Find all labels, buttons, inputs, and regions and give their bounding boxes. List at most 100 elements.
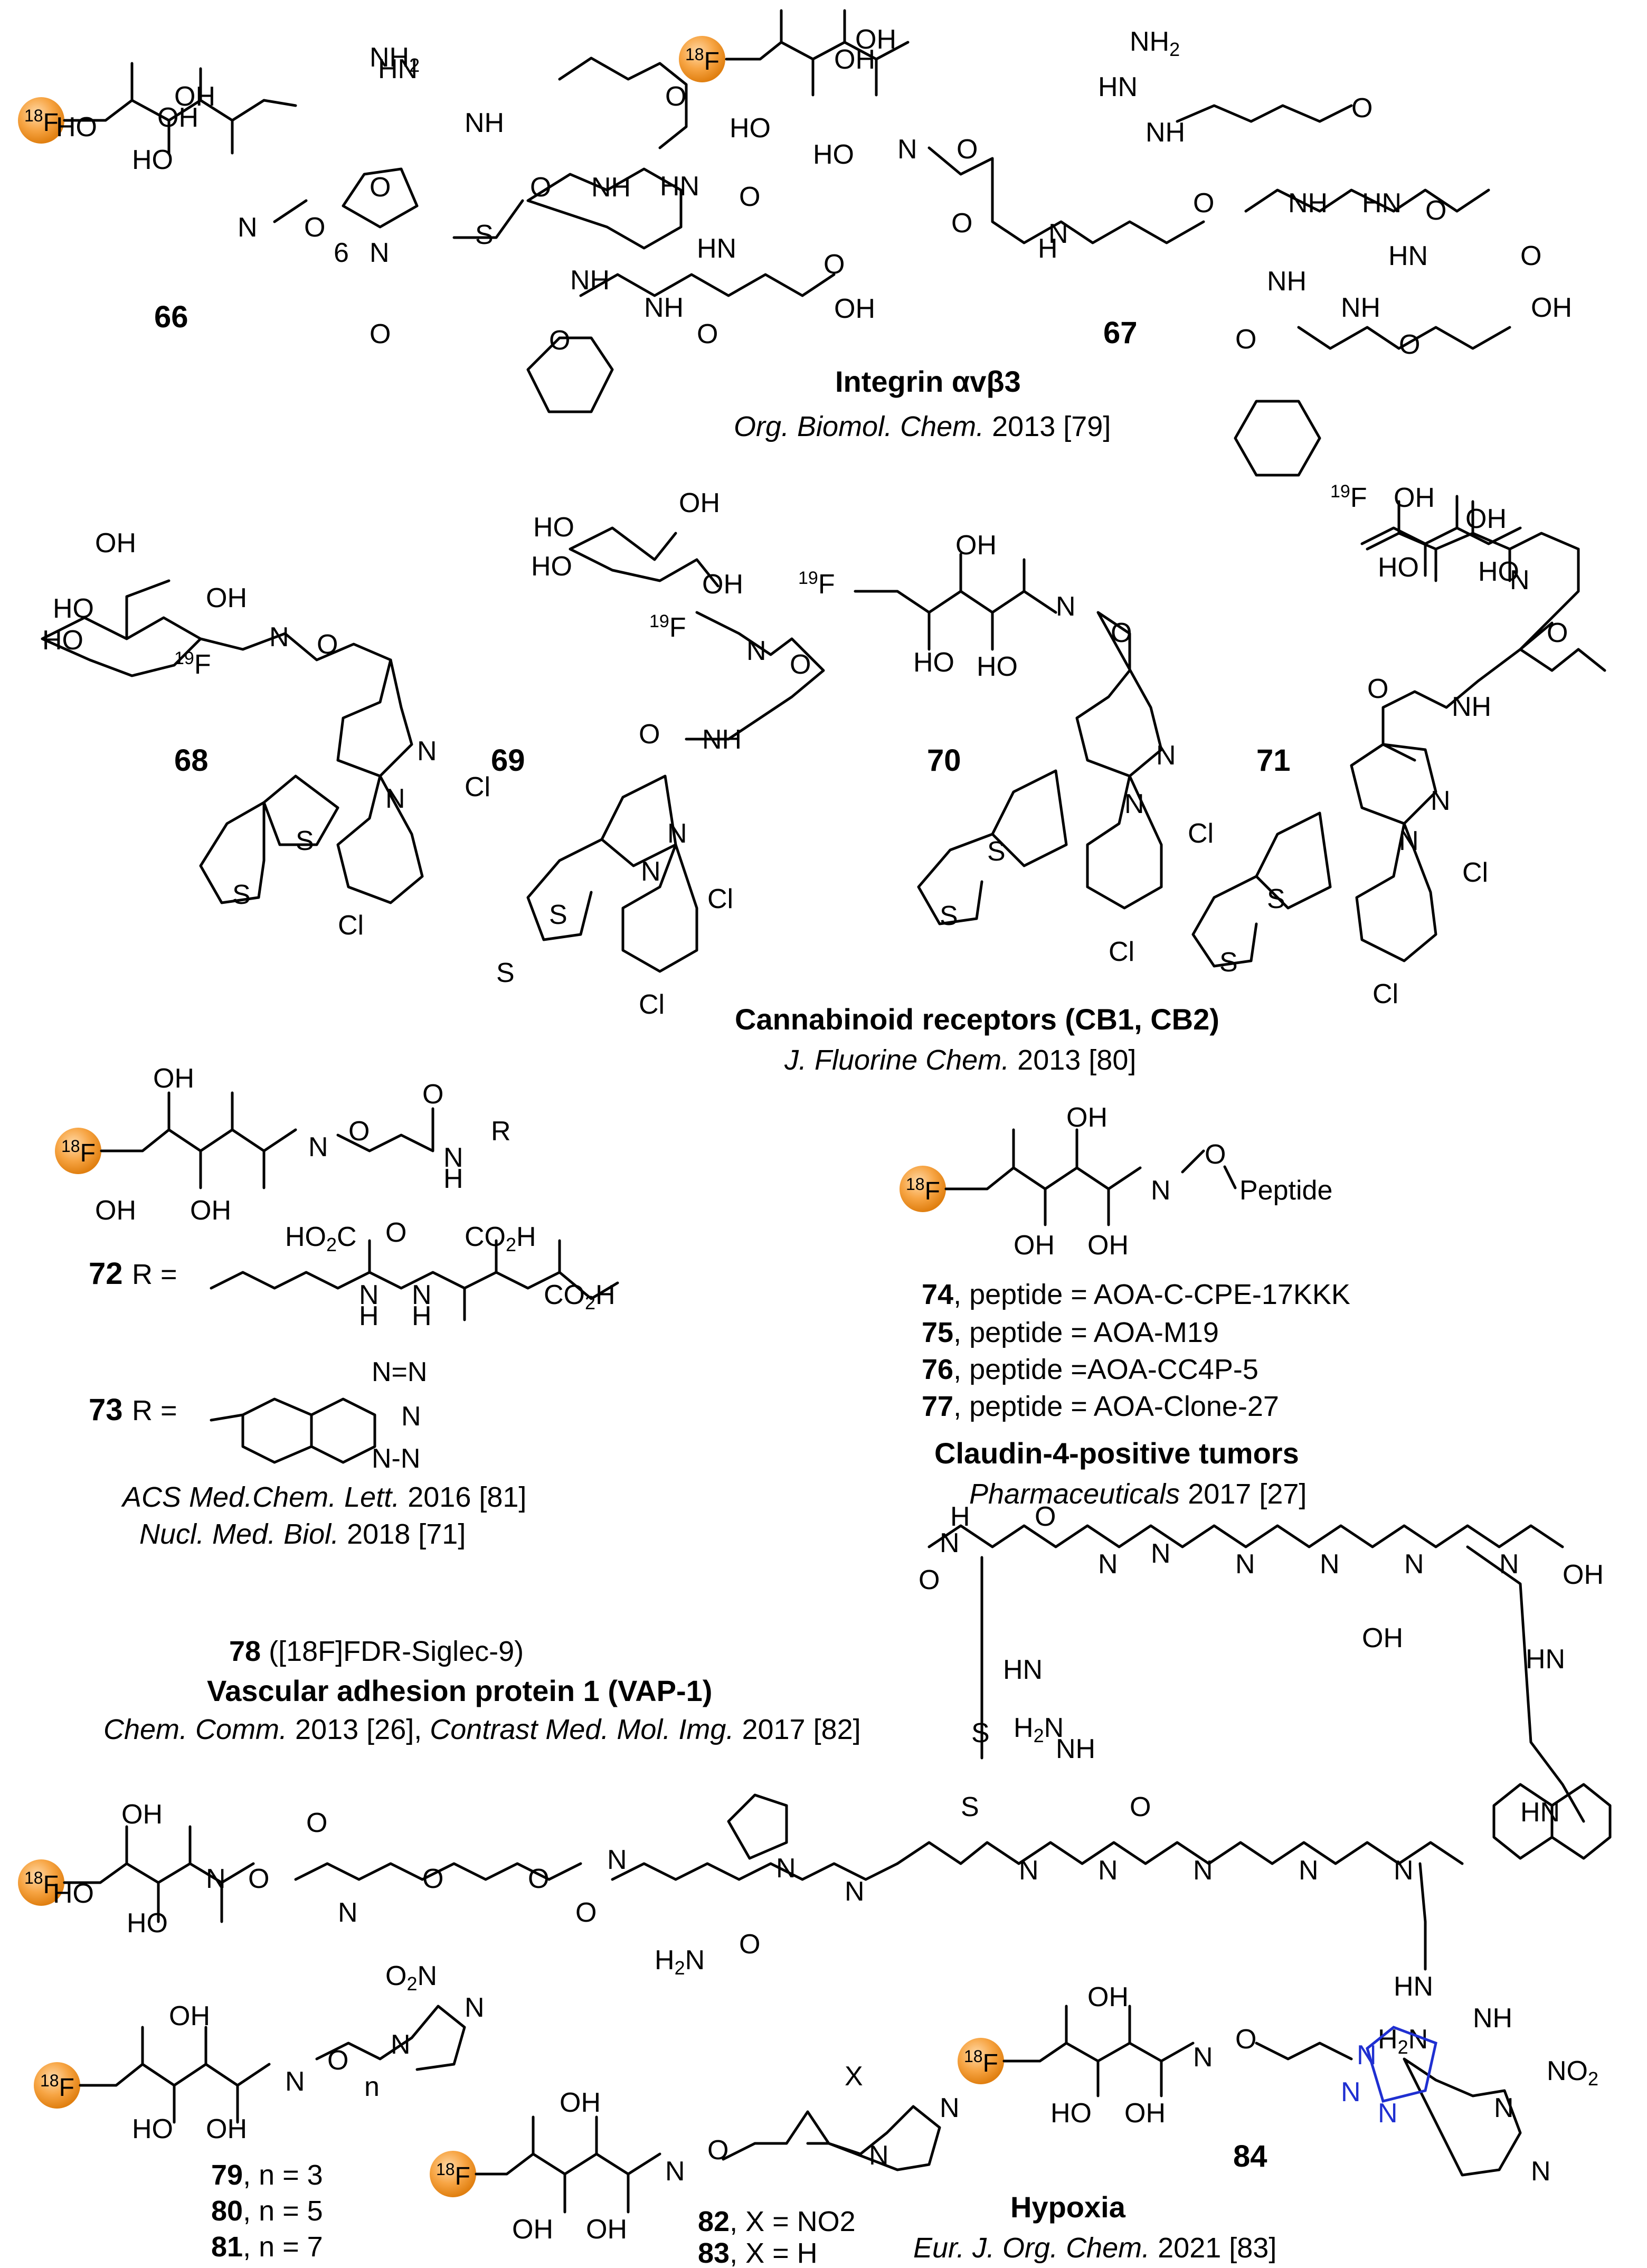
atom-o: O — [575, 1897, 597, 1928]
atom-n-triazole: N — [1357, 2040, 1377, 2071]
atom-nh: NH — [644, 292, 684, 323]
atom-n: N — [667, 818, 687, 849]
atom-s: S — [971, 1718, 990, 1749]
f18-badge: 18F — [34, 2062, 80, 2109]
atom-n: N — [385, 783, 405, 814]
structure-69 — [526, 526, 825, 973]
atom-n: N — [1431, 786, 1451, 816]
atom-ho: HO — [42, 625, 83, 656]
atom-n: N — [465, 1992, 485, 2023]
f18-badge: 18F — [18, 1859, 64, 1906]
atom-o: O — [639, 719, 660, 750]
atom-oh: OH — [121, 1799, 163, 1830]
atom-cl: Cl — [639, 989, 665, 1020]
atom-oh: OH — [1563, 1560, 1604, 1590]
atom-hn: HN — [1003, 1655, 1043, 1685]
peptide-label: Peptide — [1239, 1175, 1332, 1206]
atom-oh: OH — [679, 488, 720, 518]
f18-badge: 18F — [900, 1166, 946, 1212]
atom-ho: HO — [813, 139, 854, 170]
atom-n: N — [1151, 1175, 1171, 1206]
atom-n: N — [940, 1528, 960, 1558]
svg-text:18F: 18F — [40, 2071, 74, 2102]
atom-n: N — [1048, 219, 1068, 249]
reference-integrin: Org. Biomol. Chem. 2013 [79] — [734, 411, 1111, 442]
atom-nh2: NH2 — [1130, 26, 1180, 60]
atom-n: N — [401, 1401, 421, 1432]
label-x: X — [845, 2061, 863, 2092]
atom-ho: HO — [533, 512, 574, 543]
atom-n: N — [1124, 789, 1144, 819]
atom-n: N — [391, 2029, 411, 2060]
atom-n: N — [1399, 826, 1419, 856]
structure-79-81 — [79, 2005, 466, 2124]
atom-oh: OH — [169, 2001, 210, 2031]
atom-nh: NH — [465, 108, 504, 138]
atom-n: N — [1098, 1855, 1118, 1886]
atom-s: S — [940, 901, 958, 931]
f18-badge: 18F — [958, 2038, 1004, 2084]
atom-n: N — [269, 622, 289, 653]
compound-number-67: 67 — [1103, 316, 1138, 350]
atom-h2n: H2N — [655, 1945, 705, 1979]
svg-text:18F: 18F — [24, 106, 59, 137]
atom-o: O — [370, 319, 391, 349]
atom-o: O — [348, 1116, 370, 1147]
atom-nh: N — [338, 1897, 358, 1928]
atom-f19: 19F — [1330, 481, 1367, 513]
atom-cl: Cl — [1462, 857, 1488, 888]
label-six: 6 — [334, 238, 349, 268]
label-r: R — [491, 1116, 511, 1147]
atom-o: O — [422, 1079, 443, 1110]
atom-n: N — [1494, 2093, 1514, 2123]
atom-oh: OH — [157, 102, 198, 133]
atom-ho: HO — [53, 593, 94, 624]
atom-o: O — [1193, 188, 1214, 219]
atom-o: O — [304, 212, 325, 243]
structure-71 — [1191, 495, 1554, 968]
f18-badge: 18F — [55, 1128, 101, 1174]
compound-number-70: 70 — [927, 743, 961, 778]
compound-line-74: 74, peptide = AOA-C-CPE-17KKK — [922, 1279, 1350, 1310]
reference-psma-2: Nucl. Med. Biol. 2018 [71] — [139, 1518, 466, 1550]
atom-nh: NH — [1452, 692, 1491, 722]
compound-line-83: 83, X = H — [698, 2237, 818, 2268]
atom-co2h: CO2H — [465, 1222, 536, 1255]
atom-co2h: CO2H — [544, 1280, 616, 1313]
atom-oh: OH — [1362, 1623, 1403, 1653]
atom-o: O — [549, 325, 570, 356]
atom-n: N — [206, 1864, 226, 1894]
atom-o: O — [665, 81, 686, 112]
atom-n: N — [1404, 1549, 1424, 1580]
atom-n: N — [1531, 2156, 1551, 2187]
atom-ho: HO — [127, 1908, 168, 1939]
compound-line-79: 79, n = 3 — [211, 2159, 323, 2191]
f18-badge: 18F — [18, 97, 64, 144]
atom-o: O — [951, 208, 972, 239]
structure-70 — [854, 553, 1163, 925]
atom-n: N — [370, 238, 390, 268]
atom-s: S — [232, 880, 251, 910]
atom-cl: Cl — [707, 884, 733, 914]
structure-78 — [63, 1524, 1612, 1971]
compound-line-77: 77, peptide = AOA-Clone-27 — [922, 1391, 1279, 1422]
atom-ho: HO — [730, 113, 771, 144]
target-label-claudin: Claudin-4-positive tumors — [934, 1437, 1299, 1470]
atom-cl: Cl — [465, 772, 490, 802]
atom-oh: OH — [174, 81, 215, 112]
atom-f19: 19F — [174, 648, 211, 680]
atom-o: O — [1235, 324, 1256, 355]
f18-badge: 18F — [430, 2151, 476, 2197]
atom-o: O — [919, 1565, 940, 1595]
r-label-72: R = — [132, 1259, 177, 1290]
r-label-73: R = — [132, 1395, 177, 1426]
atom-o: O — [1367, 674, 1388, 704]
atom-hn: HN — [1388, 241, 1428, 271]
atom-h: H — [1038, 233, 1058, 264]
f18-badge: 18F — [679, 36, 725, 82]
atom-oh: OH — [586, 2214, 627, 2245]
structure-68 — [41, 579, 424, 904]
atom-n: N — [1193, 1855, 1213, 1886]
atom-oh: OH — [206, 2114, 247, 2144]
atom-o: O — [697, 319, 718, 349]
